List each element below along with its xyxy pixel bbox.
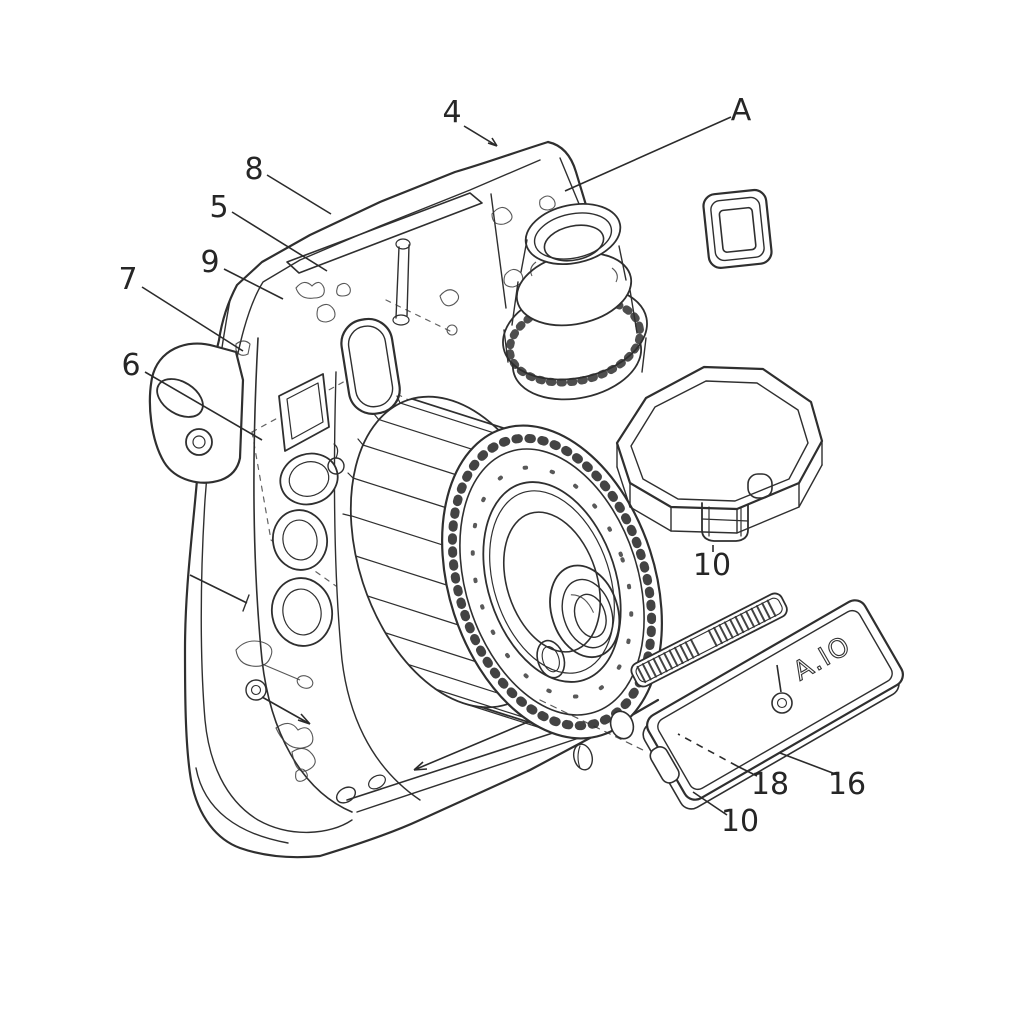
frame-ring-tab	[701, 502, 749, 542]
viewfinder-frame-part	[702, 188, 773, 269]
callout-18: 18	[751, 767, 789, 802]
leader-6	[144, 371, 263, 441]
callout-8: 8	[244, 152, 263, 187]
small-pin	[572, 743, 594, 771]
panel-screw	[771, 692, 793, 714]
small-floating-parts	[539, 699, 646, 771]
callout-9: 9	[200, 245, 219, 280]
callout-leaders	[141, 116, 839, 816]
strap-hole	[156, 378, 204, 418]
control-openings	[270, 443, 345, 647]
lens-drum	[342, 395, 663, 740]
callout-4: 4	[442, 95, 461, 130]
drum-front-face	[441, 424, 663, 740]
leader-5	[231, 211, 328, 272]
leader-18	[736, 765, 758, 777]
callout-6: 6	[121, 348, 140, 383]
frame-ring-part	[615, 365, 824, 542]
callout-5: 5	[209, 190, 228, 225]
dot-ring	[470, 465, 634, 699]
inner-screw	[245, 679, 267, 701]
top-cover-strip	[286, 192, 483, 274]
viewfinder-opening	[340, 317, 401, 415]
callout-10-frame: 10	[693, 548, 731, 583]
interior-sketch-details	[189, 195, 574, 804]
inner-post	[392, 238, 411, 326]
callout-7: 7	[118, 262, 137, 297]
sensor-window	[536, 639, 566, 679]
leader-A	[564, 116, 732, 192]
lens-hood-stack	[502, 203, 648, 401]
back-panel: A.IO	[642, 599, 904, 810]
square-opening	[278, 373, 330, 452]
nameplate-ribbing	[636, 599, 777, 684]
nameplate-strip	[630, 592, 788, 688]
leader-10-panel	[692, 791, 728, 816]
leader-8	[266, 174, 332, 215]
oval-button	[609, 710, 635, 740]
leader-16	[779, 752, 839, 776]
callout-A: A	[731, 93, 752, 128]
callout-10-panel: 10	[721, 804, 759, 839]
leader-9	[223, 268, 284, 300]
lens-element	[549, 564, 621, 659]
callout-16: 16	[828, 767, 866, 802]
panel-latch	[649, 746, 680, 784]
leader-4	[463, 125, 498, 147]
leader-7	[141, 286, 244, 352]
tick-ring	[447, 433, 657, 731]
leader-18-dashed	[677, 733, 738, 767]
strap-lug	[148, 342, 245, 484]
callout-labels: 4 A 8 5 9 7 6 10 18 16 10	[118, 93, 866, 839]
